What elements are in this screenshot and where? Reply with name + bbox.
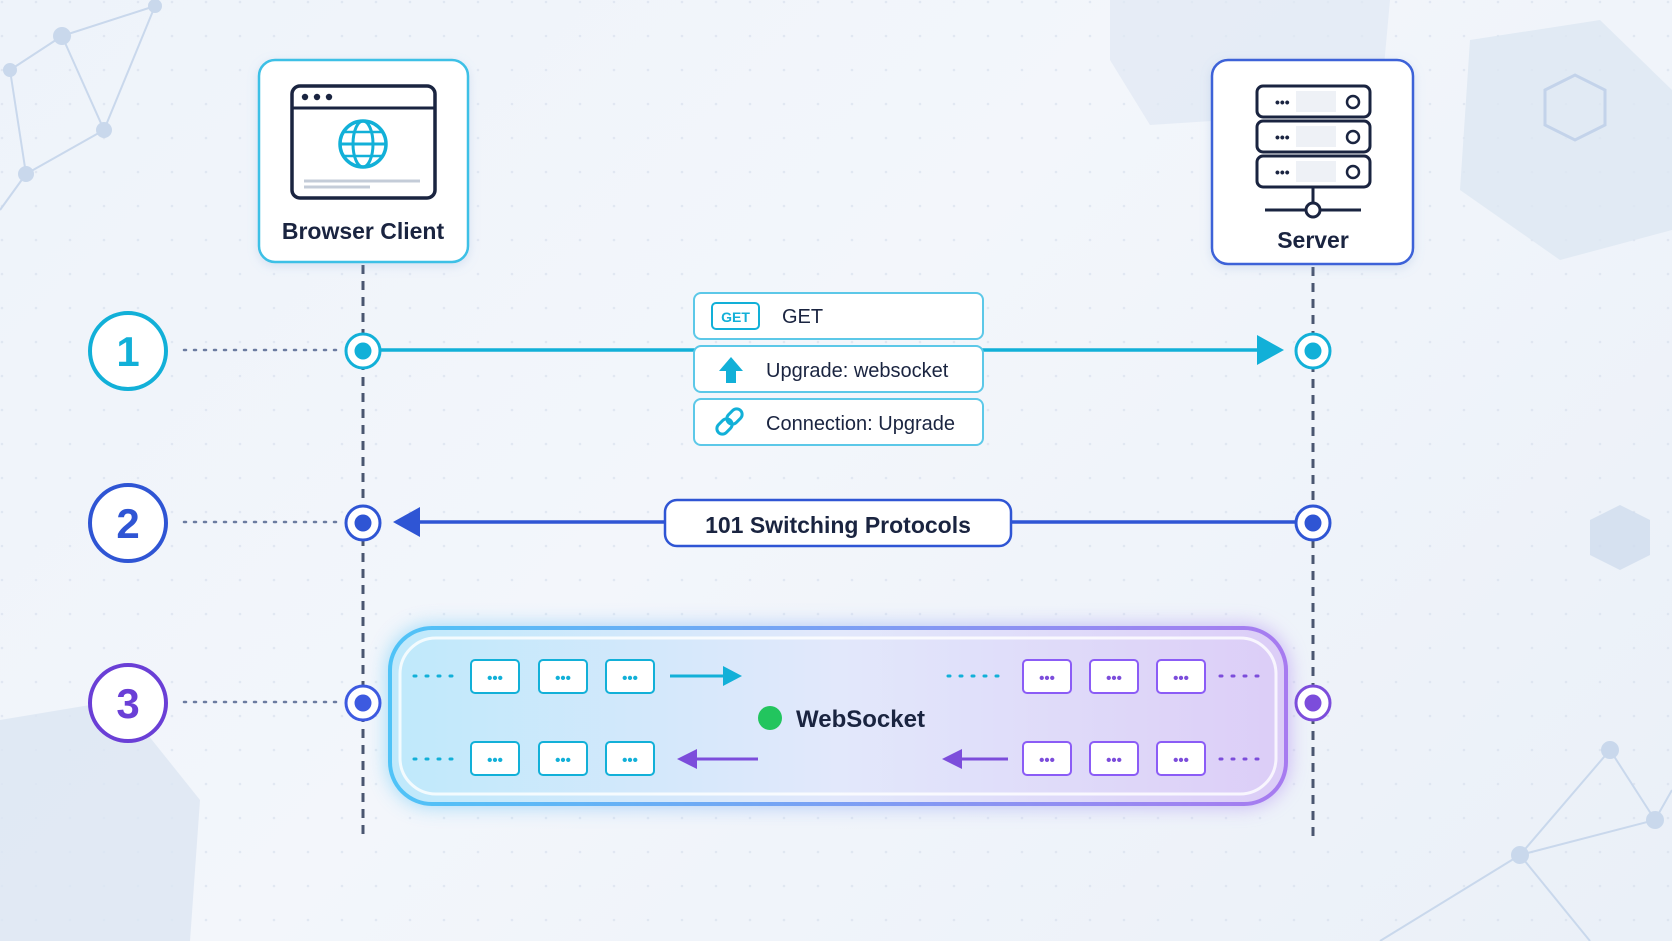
message-frame: ••• [1156,659,1206,694]
request-header-connection: Connection: Upgrade [693,398,984,446]
message-frame: ••• [1022,659,1072,694]
svg-text:•••: ••• [555,670,571,687]
svg-text:•••: ••• [1173,670,1189,687]
client-label: Browser Client [282,218,445,244]
svg-text:•••: ••• [1275,94,1290,110]
step-number: 1 [116,328,139,375]
message-frame: ••• [605,741,655,776]
link-icon [715,407,744,436]
arrow-up-icon [719,357,743,383]
message-frame: ••• [1089,659,1139,694]
svg-text:•••: ••• [487,752,503,769]
browser-globe-icon [290,84,437,200]
response-label: 101 Switching Protocols [705,512,971,538]
request-header-text: Connection: Upgrade [766,413,955,435]
step-badge-3: 3 [88,663,168,743]
svg-text:•••: ••• [1039,670,1055,687]
websocket-label: WebSocket [796,706,925,733]
request-header-text: Upgrade: websocket [766,360,949,382]
svg-text:GET: GET [721,309,750,325]
svg-text:•••: ••• [555,752,571,769]
request-arrowhead [1257,335,1284,365]
message-frame: ••• [1156,741,1206,776]
step-badge-1: 1 [88,311,168,391]
svg-text:•••: ••• [1106,670,1122,687]
message-frame: ••• [1089,741,1139,776]
response-arrowhead [393,507,420,537]
websocket-label-group: WebSocket [758,706,925,733]
message-frame: ••• [1022,741,1072,776]
svg-text:•••: ••• [1039,752,1055,769]
svg-text:•••: ••• [622,670,638,687]
svg-text:•••: ••• [1275,164,1290,180]
svg-text:•••: ••• [622,752,638,769]
request-header-text: GET [782,306,823,328]
svg-text:•••: ••• [1173,752,1189,769]
message-frame: ••• [538,659,588,694]
server-card: ••• ••• ••• Server [1210,58,1415,266]
request-header-get: GET GET [693,292,984,340]
browser-client-card: Browser Client [257,58,470,264]
message-frame: ••• [470,741,520,776]
get-badge-icon: GET [711,302,760,330]
message-frame: ••• [538,741,588,776]
server-label: Server [1277,227,1349,253]
svg-text:•••: ••• [1106,752,1122,769]
response-label-pill: 101 Switching Protocols [663,498,1013,548]
svg-text:•••: ••• [1275,129,1290,145]
server-rack-icon: ••• ••• ••• [1255,84,1372,219]
step-badge-2: 2 [88,483,168,563]
message-frame: ••• [470,659,520,694]
step-number: 2 [116,500,139,547]
request-header-upgrade: Upgrade: websocket [693,345,984,393]
connection-status-dot [758,706,782,730]
svg-text:•••: ••• [487,670,503,687]
message-frame: ••• [605,659,655,694]
step-number: 3 [116,680,139,727]
